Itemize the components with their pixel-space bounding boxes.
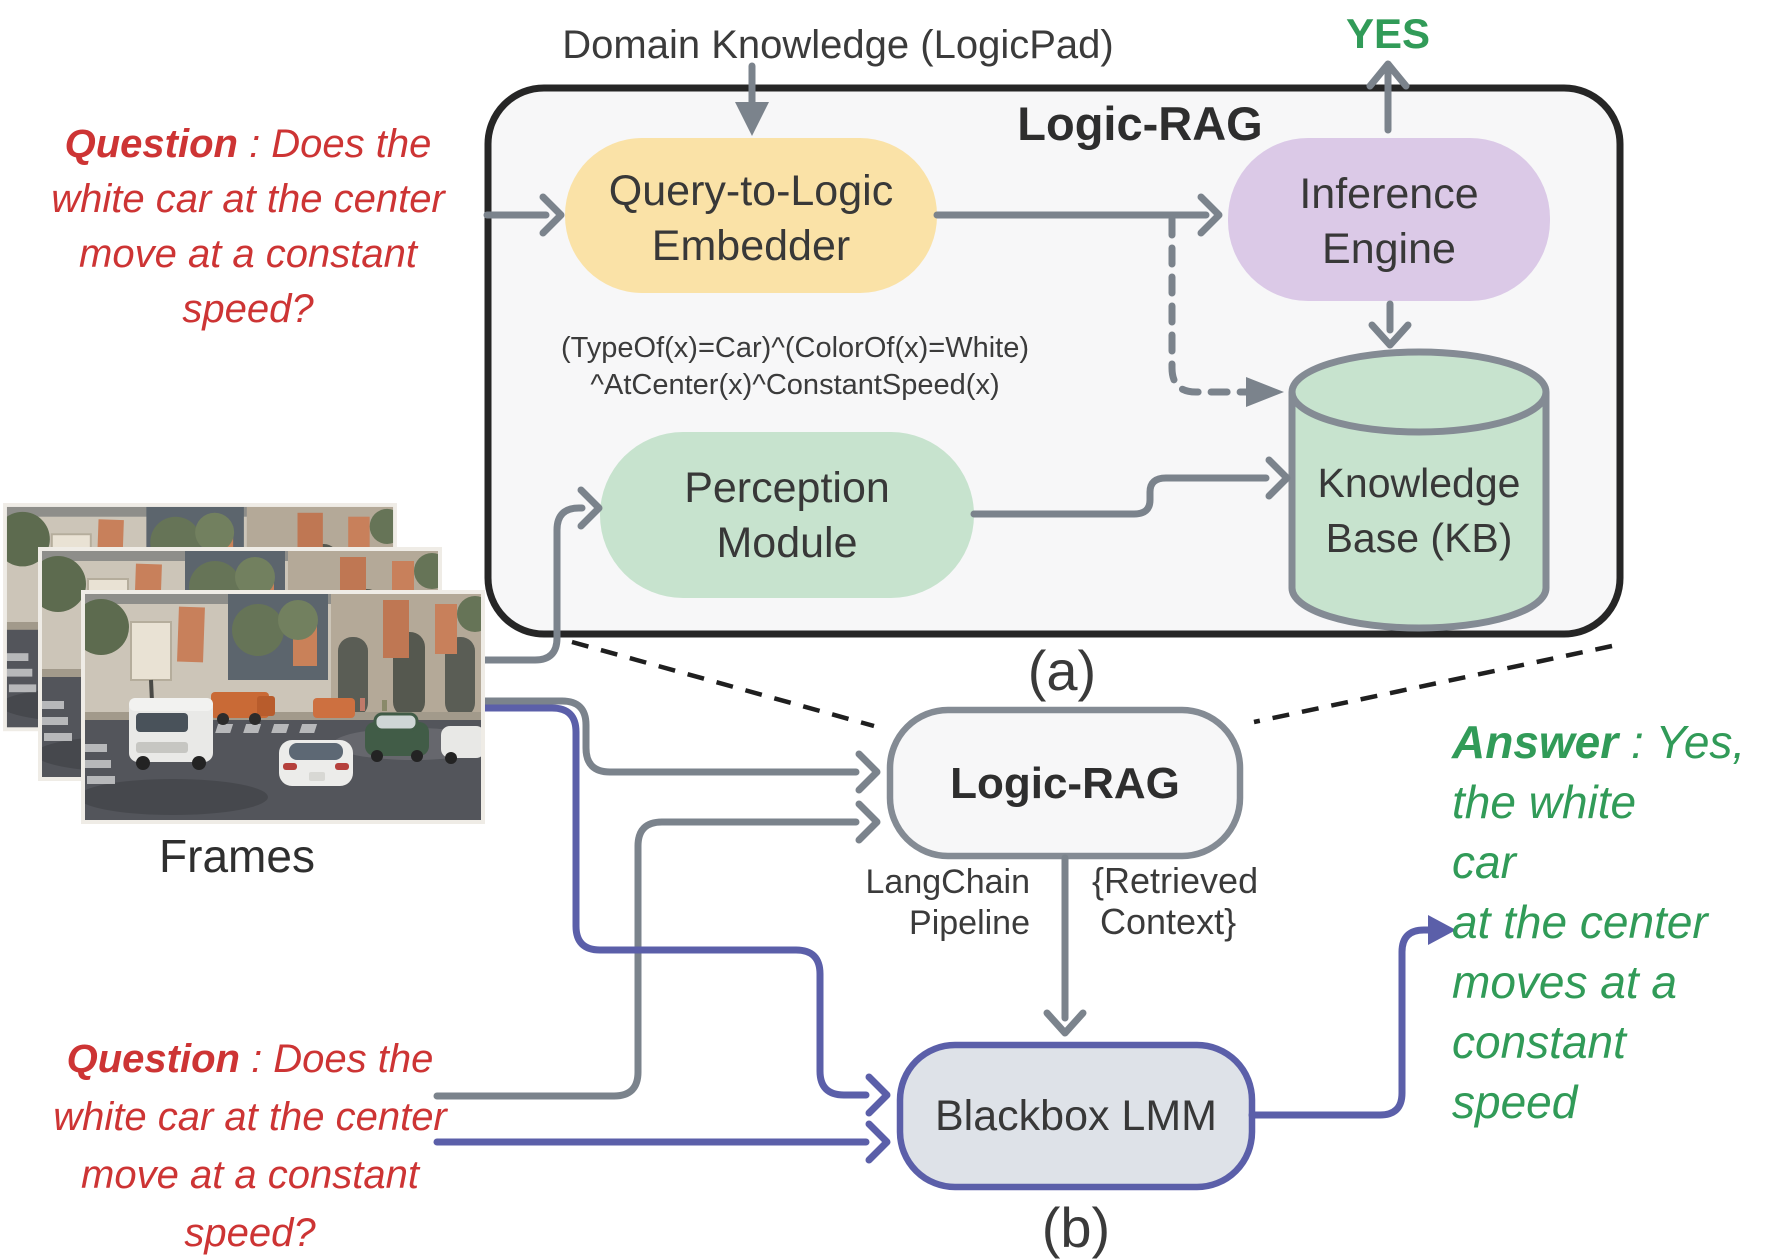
- perception-label-line1: Perception: [684, 464, 890, 512]
- inference-label-line1: Inference: [1299, 170, 1478, 218]
- panel-a-title: Logic-RAG: [1017, 97, 1262, 150]
- arrowhead-frames-to-logic-rag-b: [855, 750, 881, 794]
- retrieved-line2: Context}: [1100, 901, 1236, 942]
- yes-label: YES: [1346, 10, 1430, 57]
- arrowhead-frames-to-perception: [577, 486, 603, 530]
- answer-line2: the white: [1452, 776, 1636, 828]
- arrowhead-frames-to-blackbox: [865, 1073, 891, 1117]
- blackbox-lmm-label: Blackbox LMM: [935, 1092, 1217, 1140]
- formula-line2: ^AtCenter(x)^ConstantSpeed(x): [590, 369, 999, 401]
- question-bottom-block: Question : Does the white car at the cen…: [53, 1037, 448, 1255]
- langchain-line2: Pipeline: [909, 904, 1030, 942]
- arrow-perception-to-kb: [970, 474, 1270, 518]
- inference-engine-node: [1228, 138, 1550, 301]
- formula-line1: (TypeOf(x)=Car)^(ColorOf(x)=White): [561, 332, 1029, 364]
- arrowhead-domain-knowledge: [735, 102, 769, 136]
- question-bottom-line4: speed?: [184, 1211, 316, 1255]
- arrow-frames-to-logic-rag-b: [474, 697, 860, 776]
- kb-label-line1: Knowledge: [1318, 460, 1521, 506]
- arrowhead-embedder-to-inference: [1197, 193, 1223, 237]
- svg-text:Question : Does the: Question : Does the: [67, 1037, 434, 1081]
- arrowhead-perception-to-kb: [1265, 456, 1291, 500]
- answer-block: Answer : Yes, the white car at the cente…: [1451, 716, 1745, 1128]
- question-bottom-line3: move at a constant: [81, 1153, 421, 1197]
- question-top-block: Question : Does the white car at the cen…: [51, 122, 446, 331]
- question-bottom-label: Question: [67, 1037, 240, 1081]
- frame-front: [73, 590, 493, 824]
- arrow-frames-to-perception: [474, 504, 586, 664]
- answer-line7: speed: [1452, 1076, 1579, 1128]
- answer-line4: at the center: [1452, 896, 1709, 948]
- logic-rag-b-label: Logic-RAG: [950, 759, 1180, 808]
- arrowhead-question-to-embedder: [539, 193, 565, 237]
- retrieved-line1: {Retrieved: [1092, 860, 1258, 901]
- answer-label: Answer: [1451, 716, 1620, 768]
- question-top-line2: white car at the center: [51, 177, 446, 221]
- expansion-dashed-line-left: [571, 639, 875, 729]
- answer-line6: constant: [1452, 1016, 1628, 1068]
- video-frames-stack: [0, 503, 493, 824]
- question-top-label: Question: [65, 122, 238, 166]
- arrow-frames-to-blackbox: [474, 704, 870, 1099]
- domain-knowledge-label: Domain Knowledge (LogicPad): [562, 23, 1113, 67]
- kb-label-line2: Base (KB): [1326, 515, 1513, 561]
- question-top-line3: move at a constant: [79, 232, 419, 276]
- langchain-line1: LangChain: [866, 863, 1030, 901]
- arrowhead-inference-to-kb: [1368, 321, 1412, 349]
- question-bottom-line2: white car at the center: [53, 1095, 448, 1139]
- embedder-label-line2: Embedder: [652, 222, 850, 270]
- arrowhead-blackbox-to-answer: [1428, 915, 1456, 945]
- svg-text:Question : Does the: Question : Does the: [65, 122, 432, 166]
- arrowhead-dashed-to-kb: [1246, 377, 1284, 407]
- panel-a-caption: (a): [1028, 639, 1096, 702]
- arrowhead-logic-rag-to-blackbox: [1043, 1009, 1087, 1037]
- arrow-question-to-logic-rag-b: [433, 818, 860, 1100]
- arrowhead-inference-to-yes: [1366, 60, 1410, 90]
- arrowhead-question-to-blackbox: [865, 1120, 891, 1164]
- frames-label: Frames: [159, 830, 315, 882]
- embedder-label-line1: Query-to-Logic: [609, 167, 893, 215]
- question-bottom-rest: : Does the: [251, 1037, 433, 1081]
- perception-module-node: [600, 432, 974, 598]
- expansion-dashed-line-right: [1253, 643, 1613, 725]
- dashed-arrow-logic-to-kb: [1168, 215, 1250, 396]
- arrow-blackbox-to-answer: [1248, 926, 1432, 1119]
- knowledge-base-cylinder: [1288, 348, 1550, 632]
- answer-line5: moves at a: [1452, 956, 1677, 1008]
- svg-text:Answer : Yes,: Answer : Yes,: [1451, 716, 1745, 768]
- answer-rest: : Yes,: [1631, 716, 1745, 768]
- perception-label-line2: Module: [716, 519, 857, 567]
- query-to-logic-embedder-node: [565, 138, 937, 293]
- inference-label-line2: Engine: [1322, 225, 1456, 273]
- answer-line3: car: [1452, 836, 1518, 888]
- question-top-line4: speed?: [182, 287, 314, 331]
- question-top-rest: : Does the: [249, 122, 431, 166]
- arrowhead-question-to-logic-rag-b: [855, 800, 881, 844]
- panel-b-caption: (b): [1042, 1196, 1110, 1259]
